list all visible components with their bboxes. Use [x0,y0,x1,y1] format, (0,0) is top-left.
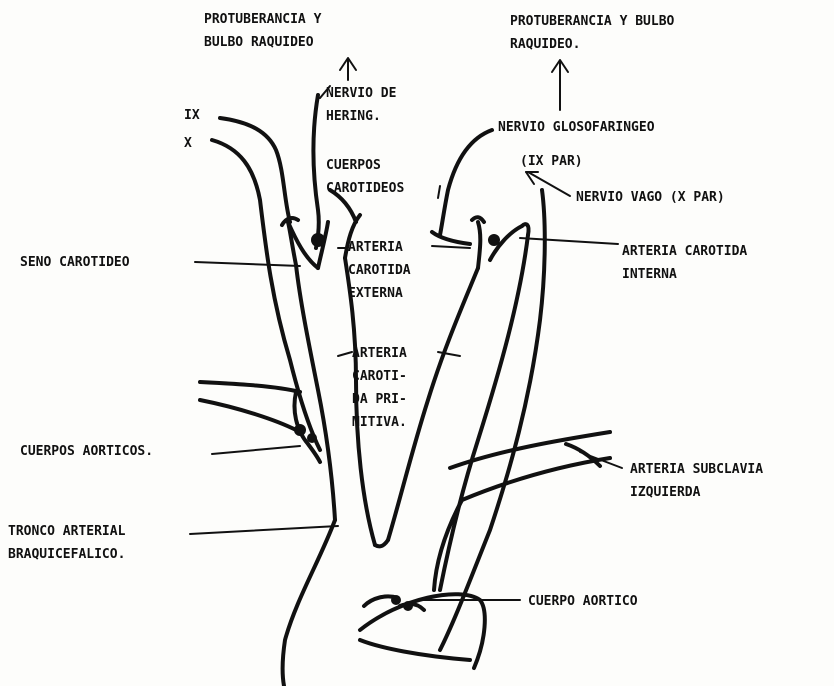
carotid-body-left [311,233,325,247]
label-line: ARTERIA SUBCLAVIA [630,462,763,477]
label-protuberancia-right: PROTUBERANCIA Y BULBO RAQUIDEO. [510,10,674,56]
label-nervio-vago: NERVIO VAGO (X PAR) [576,186,725,209]
label-line: TRONCO ARTERIAL [8,524,125,539]
label-cuerpos-carotideos: CUERPOS CAROTIDEOS [326,154,404,200]
bifurcation-crotch [375,540,388,546]
seno-carotideo-leader [195,262,300,266]
carotid-body-right [488,234,500,246]
label-arteria-carotida-externa: ARTERIA CAROTIDA EXTERNA [348,236,411,305]
label-cuerpo-aortico: CUERPO AORTICO [528,590,638,613]
label-line: ARTERIA [352,346,407,361]
label-line: ARTERIA CAROTIDA [622,244,747,259]
label-arteria-carotida-primitiva: ARTERIA CAROTI- DA PRI- MITIVA. [352,342,407,434]
aorticos-leader [212,446,300,454]
aortic-arch-inner [360,640,470,660]
label-line: CAROTIDA [348,263,411,278]
label-line: BRAQUICEFALICO. [8,547,125,562]
carotida-externa-leader-right [432,246,470,248]
cuerpos-carotideos-leader [438,186,440,198]
tronco-leader [190,526,338,534]
label-line: CAROTI- [352,369,407,384]
subclavian-lower-wall [462,458,610,500]
label-line: EXTERNA [348,286,403,301]
label-line: CAROTIDEOS [326,181,404,196]
right-nerves [432,130,545,650]
label-line: IZQUIERDA [630,485,700,500]
label-tronco-arterial: TRONCO ARTERIAL BRAQUICEFALICO. [8,520,125,566]
left-nerves [200,95,356,462]
right-int-carotid-wall [478,222,480,268]
aortic-body-left-2 [307,433,317,443]
primitiva-leader-left [338,352,352,356]
carotida-interna-leader [520,238,618,244]
brachiocephalic-left-wall [283,520,335,686]
label-line: PROTUBERANCIA Y [204,12,321,27]
label-arteria-subclavia: ARTERIA SUBCLAVIA IZQUIERDA [630,458,763,504]
label-line: INTERNA [622,267,677,282]
label-seno-carotideo: SENO CAROTIDEO [20,251,130,274]
label-line: MITIVA. [352,415,407,430]
label-line: NERVIO DE [326,86,396,101]
right-carotid-outer-wall [440,235,528,590]
label-nerve-ix: IX [184,104,200,127]
label-line: HERING. [326,109,381,124]
label-line: ARTERIA [348,240,403,255]
label-ix-par: (IX PAR) [520,150,583,173]
aortic-body-right-b [403,601,413,611]
nerve-x-left [212,140,320,450]
label-line: CUERPOS [326,158,381,173]
label-arteria-carotida-interna: ARTERIA CAROTIDA INTERNA [622,240,747,286]
nervio-hering-left [314,95,319,248]
label-nerve-x: X [184,132,192,155]
leader-lines [190,58,622,600]
nerve-ix-left [220,118,290,222]
label-cuerpos-aorticos: CUERPOS AORTICOS. [20,440,153,463]
label-line: BULBO RAQUIDEO [204,35,314,50]
aortic-body-right [391,595,401,605]
right-ext-carotid-cap [522,224,529,235]
label-line: DA PRI- [352,392,407,407]
glosofaringeo-branch-right [432,232,470,244]
label-nervio-glosofaringeo: NERVIO GLOSOFARINGEO [498,116,655,139]
aortic-arch-curve [360,594,485,668]
label-protuberancia-left: PROTUBERANCIA Y BULBO RAQUIDEO [204,8,321,54]
label-line: RAQUIDEO. [510,37,580,52]
cardiac-nerve-1 [200,382,300,392]
label-line: PROTUBERANCIA Y BULBO [510,14,674,29]
label-nervio-hering: NERVIO DE HERING. [326,82,396,128]
cardiac-nerve-2 [200,400,296,430]
aortic-body-left-1 [294,424,306,436]
